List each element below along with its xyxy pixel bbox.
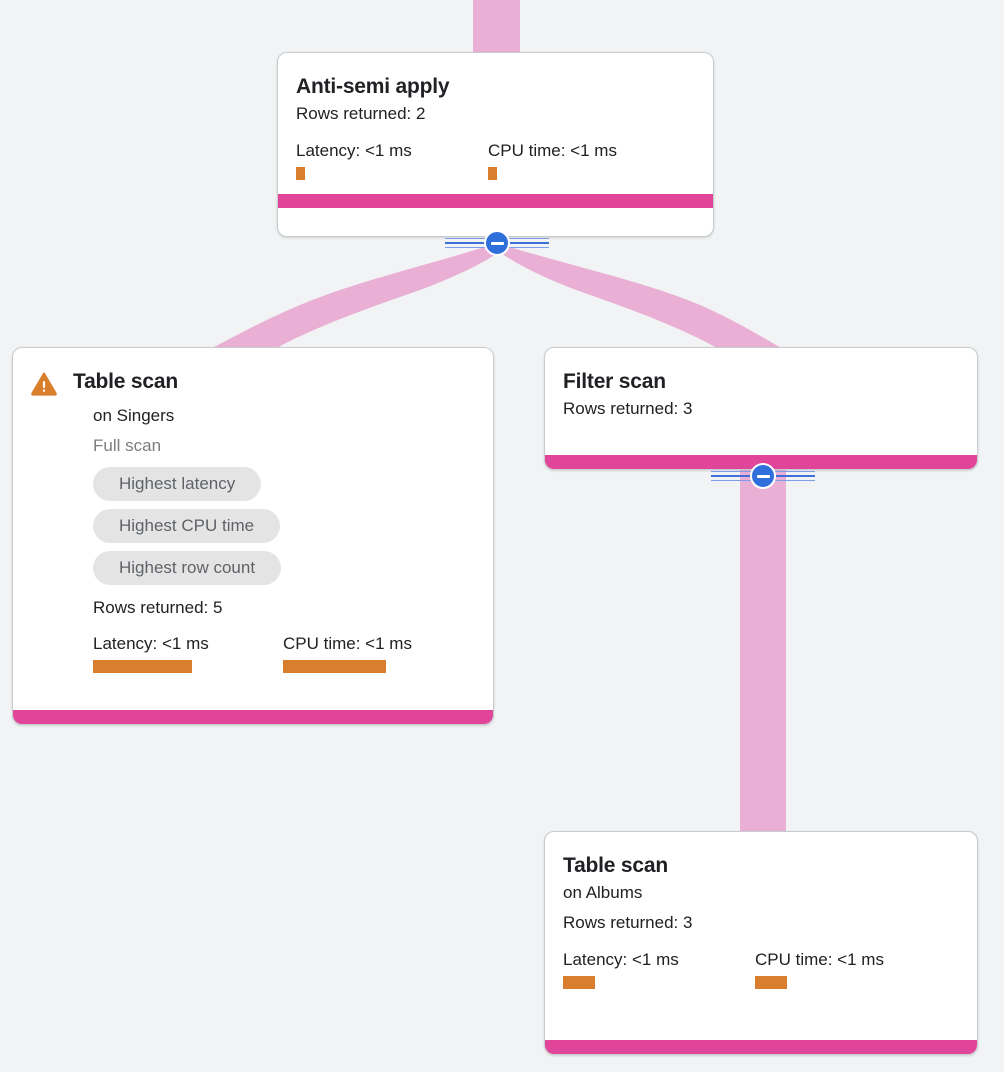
latency-bar [563,975,595,989]
edge-incoming-root [473,0,520,56]
node-title-row: Anti-semi apply [296,75,695,99]
node-title: Table scan [73,370,178,393]
node-body: Filter scan Rows returned: 3 [545,348,977,434]
latency-bar [296,166,305,180]
rows-returned: Rows returned: 5 [93,597,223,617]
badge-highest-row-count: Highest row count [93,550,282,585]
node-title-row: Table scan [563,854,959,878]
node-title-row: Table scan [31,370,475,401]
node-anti-semi-apply[interactable]: Anti-semi apply Rows returned: 2 Latency… [277,52,714,237]
cpu-bar [283,660,386,674]
cpu-label: CPU time: <1 ms [755,949,884,969]
cpu-bar [755,975,787,989]
collapse-button-filter-scan[interactable] [711,462,815,490]
cpu-metric: CPU time: <1 ms [488,141,617,180]
scan-type: Full scan [93,435,162,455]
edge-antisemi-to-table-scan-singers [203,243,512,352]
edge-antisemi-to-filter-scan [488,243,790,352]
latency-metric: Latency: <1 ms [563,950,755,989]
node-details: on Singers Full scan Highest latency Hig… [31,401,475,674]
scan-target: on Albums [563,883,643,903]
badge-highest-latency: Highest latency [93,466,262,501]
rows-returned: Rows returned: 3 [563,399,693,419]
cpu-bar [488,166,497,180]
latency-metric: Latency: <1 ms [296,141,488,180]
latency-label: Latency: <1 ms [563,949,679,969]
node-title: Filter scan [563,370,666,393]
badge-highest-cpu-time: Highest CPU time [93,508,281,543]
node-metrics: Latency: <1 ms CPU time: <1 ms [93,634,475,674]
node-accent-bar [278,193,713,208]
node-filter-scan[interactable]: Filter scan Rows returned: 3 [544,347,978,470]
latency-label: Latency: <1 ms [93,634,209,654]
node-metrics: Latency: <1 ms CPU time: <1 ms [296,141,695,180]
node-accent-bar [13,710,493,724]
scan-target: on Singers [93,406,175,425]
latency-bar [93,660,192,674]
node-body: Table scan on Albums Rows returned: 3 La… [545,832,977,1003]
node-title-row: Filter scan [563,370,959,394]
node-accent-bar [545,455,977,469]
minus-circle-icon[interactable] [750,463,776,489]
collapse-button-anti-semi-apply[interactable] [445,229,549,257]
node-title: Table scan [563,854,668,877]
node-table-scan-singers[interactable]: Table scan on Singers Full scan Highest … [12,347,494,725]
cpu-metric: CPU time: <1 ms [283,634,412,674]
rows-returned: Rows returned: 2 [296,104,426,124]
latency-label: Latency: <1 ms [296,140,412,160]
warning-triangle-icon [31,372,57,401]
cpu-label: CPU time: <1 ms [283,634,412,654]
node-metrics: Latency: <1 ms CPU time: <1 ms [563,950,959,989]
minus-circle-icon[interactable] [484,230,510,256]
cpu-label: CPU time: <1 ms [488,140,617,160]
node-body: Anti-semi apply Rows returned: 2 Latency… [278,53,713,194]
node-table-scan-albums[interactable]: Table scan on Albums Rows returned: 3 La… [544,831,978,1055]
badge-list: Highest latency Highest CPU time Highest… [93,466,475,585]
node-accent-bar [545,1040,977,1054]
cpu-metric: CPU time: <1 ms [755,950,884,989]
edge-filter-scan-to-table-scan-albums [740,470,786,838]
node-title: Anti-semi apply [296,75,450,98]
rows-returned: Rows returned: 3 [563,912,693,932]
latency-metric: Latency: <1 ms [93,634,283,674]
node-body: Table scan on Singers Full scan Highest … [13,348,493,687]
